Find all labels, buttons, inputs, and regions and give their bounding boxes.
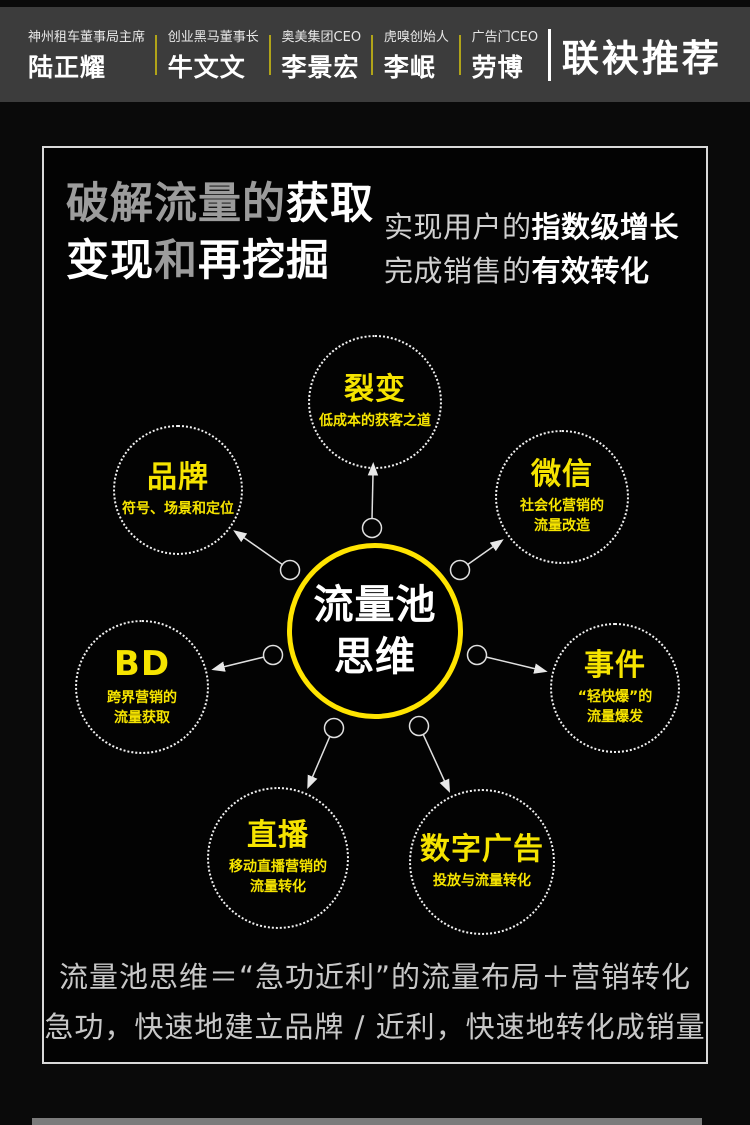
endorser-luzhengyao: 神州租车董事局主席 陆正耀 (28, 26, 145, 84)
endorser-name: 陆正耀 (28, 52, 107, 82)
endorsement-header: 神州租车董事局主席 陆正耀 创业黑马董事长 牛文文 奥美集团CEO 李景宏 虎嗅… (0, 7, 750, 102)
headline-left: 破解流量的获取 变现和再挖掘 (66, 176, 374, 290)
node-subtitle: 跨界营销的流量获取 (107, 690, 177, 726)
diagram-node-fission: 裂变 低成本的获客之道 (308, 335, 442, 469)
headline-text: 有效转化 (531, 253, 650, 288)
headline-text: 完成销售的 (384, 253, 532, 288)
headline-text: 破解流量的 (66, 179, 286, 229)
separator-line (269, 34, 272, 75)
node-title: 裂变 (344, 371, 406, 407)
endorser-name: 劳博 (471, 52, 524, 82)
endorser-limin: 虎嗅创始人 李岷 (384, 26, 449, 84)
endorser-laobo: 广告门CEO 劳博 (472, 26, 539, 84)
footer-line2: 急功，快速地建立品牌 / 近利，快速地转化成销量 (44, 1010, 706, 1045)
headline-right: 实现用户的指数级增长 完成销售的有效转化 (384, 206, 679, 293)
node-title: BD (113, 643, 171, 684)
node-title: 品牌 (147, 459, 209, 495)
node-subtitle: 低成本的获客之道 (319, 412, 431, 429)
headline-left-line1: 破解流量的获取 (66, 176, 374, 233)
node-title: 直播 (247, 817, 309, 853)
diagram-node-wechat: 微信 社会化营销的流量改造 (495, 430, 629, 564)
endorser-lijinghong: 奥美集团CEO 李景宏 (282, 26, 362, 84)
node-title: 微信 (531, 456, 593, 492)
recommend-label: 联袂推荐 (561, 36, 722, 80)
headline-text: 和 (154, 235, 198, 286)
headline-text: 获取 (286, 179, 374, 229)
node-title: 事件 (584, 647, 646, 683)
separator-line (459, 34, 462, 75)
node-subtitle: 投放与流量转化 (433, 872, 531, 889)
separator-line-white (548, 28, 552, 81)
diagram-node-bd: BD 跨界营销的流量获取 (75, 620, 209, 754)
endorser-name: 李景宏 (281, 52, 360, 82)
endorser-name: 李岷 (383, 52, 436, 82)
footer-line1: 流量池思维＝“急功近利”的流量布局＋营销转化 (58, 960, 692, 994)
diagram-node-livestream: 直播 移动直播营销的流量转化 (207, 787, 349, 929)
endorser-title: 虎嗅创始人 (383, 29, 449, 45)
node-title: 数字广告 (420, 831, 544, 867)
next-section-edge (32, 1118, 702, 1125)
headline-left-line2: 变现和再挖掘 (66, 233, 374, 290)
separator-line (155, 34, 158, 75)
diagram-hub-traffic-pool: 流量池 思维 (287, 543, 463, 719)
headline-text: 实现用户的 (384, 210, 532, 244)
footer-caption: 流量池思维＝“急功近利”的流量布局＋营销转化 急功，快速地建立品牌 / 近利，快… (44, 952, 706, 1053)
headline-right-line1: 实现用户的指数级增长 (384, 206, 679, 250)
node-subtitle: “轻快爆”的流量爆发 (577, 688, 653, 725)
node-subtitle: 移动直播营销的流量转化 (229, 858, 327, 895)
headline-text: 指数级增长 (531, 210, 680, 244)
endorser-title: 神州租车董事局主席 (28, 29, 146, 45)
diagram-node-event: 事件 “轻快爆”的流量爆发 (550, 623, 680, 753)
endorser-title: 广告门CEO (471, 29, 539, 45)
diagram-node-brand: 品牌 符号、场景和定位 (113, 425, 243, 555)
endorser-niuwenwen: 创业黑马董事长 牛文文 (168, 26, 259, 84)
headline-text: 再挖掘 (198, 235, 330, 286)
hub-label-line1: 流量池 (313, 582, 437, 628)
endorser-title: 创业黑马董事长 (167, 29, 259, 45)
headline-right-line2: 完成销售的有效转化 (384, 250, 679, 294)
headline-text: 变现 (66, 235, 154, 286)
node-subtitle: 社会化营销的流量改造 (520, 497, 604, 534)
hub-label-line2: 思维 (334, 634, 416, 680)
endorser-name: 牛文文 (167, 52, 246, 82)
content-panel: 破解流量的获取 变现和再挖掘 实现用户的指数级增长 完成销售的有效转化 流量池 … (42, 146, 708, 1064)
separator-line (371, 34, 374, 75)
diagram-node-digital-ads: 数字广告 投放与流量转化 (409, 789, 555, 935)
node-subtitle: 符号、场景和定位 (122, 500, 234, 517)
endorser-title: 奥美集团CEO (281, 29, 362, 45)
